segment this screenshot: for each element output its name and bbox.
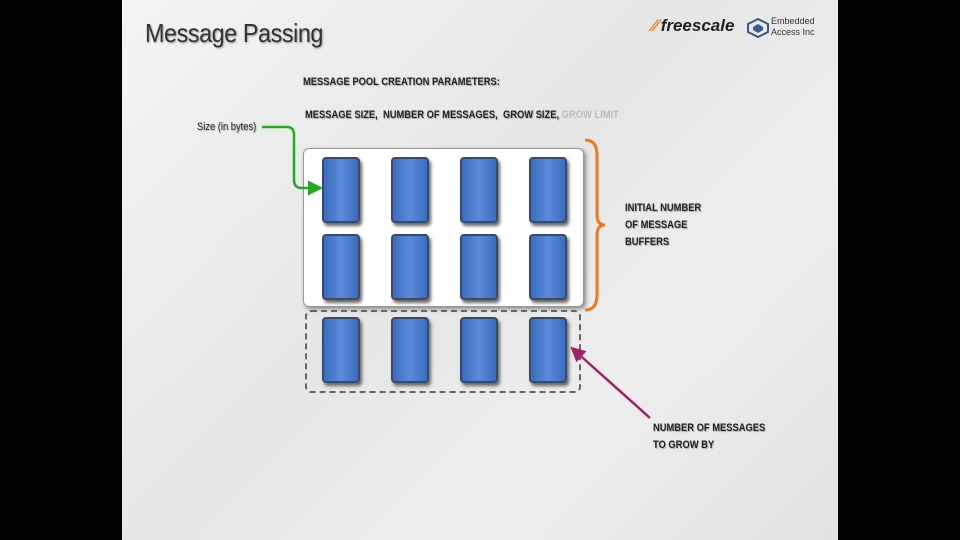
param-grow-limit: GROW LIMIT — [561, 109, 619, 121]
initial-buffers-label: INITIAL NUMBER OF MESSAGE BUFFERS — [625, 200, 701, 251]
params-heading: MESSAGE POOL CREATION PARAMETERS: — [303, 76, 500, 88]
param-grow-size: GROW SIZE, — [502, 109, 560, 121]
freescale-logo: ⁄⁄freescale — [652, 16, 734, 36]
message-buffer — [322, 317, 360, 383]
message-buffer — [322, 234, 360, 300]
message-pool — [303, 148, 584, 307]
slide-title: Message Passing — [145, 18, 323, 48]
grow-by-label: NUMBER OF MESSAGES TO GROW BY — [653, 420, 765, 454]
label-line: NUMBER OF MESSAGES — [653, 422, 766, 434]
message-buffer — [460, 157, 498, 223]
message-buffer — [529, 234, 567, 300]
params-list: MESSAGE SIZE, NUMBER OF MESSAGES, GROW S… — [305, 109, 619, 121]
label-line: TO GROW BY — [653, 439, 715, 451]
initial-brace — [584, 138, 606, 312]
embedded-access-logo: Embedded Access Inc — [747, 16, 815, 38]
freescale-text: freescale — [660, 16, 735, 35]
param-message-size: MESSAGE SIZE, — [305, 109, 378, 121]
message-buffer — [460, 317, 498, 383]
grow-area — [305, 310, 581, 393]
label-line: INITIAL NUMBER — [625, 202, 702, 214]
label-line: OF MESSAGE — [625, 219, 688, 231]
slide: Message Passing ⁄⁄freescale Embedded Acc… — [122, 0, 838, 540]
size-label: Size (in bytes) — [197, 121, 257, 133]
message-buffer — [391, 234, 429, 300]
message-buffer — [460, 234, 498, 300]
message-buffer — [391, 317, 429, 383]
embedded-access-icon — [747, 18, 769, 38]
label-line: BUFFERS — [625, 236, 670, 248]
param-number-of-messages: NUMBER OF MESSAGES, — [382, 109, 498, 121]
annotations — [262, 125, 651, 419]
size-arrow — [262, 125, 323, 196]
embedded-text: Embedded — [771, 16, 815, 26]
access-text: Access Inc — [771, 27, 815, 37]
grow-arrow — [570, 346, 651, 419]
freescale-mark-icon: ⁄⁄ — [652, 16, 658, 35]
message-buffer — [529, 157, 567, 223]
message-buffer — [391, 157, 429, 223]
message-buffer — [322, 157, 360, 223]
message-buffer — [529, 317, 567, 383]
